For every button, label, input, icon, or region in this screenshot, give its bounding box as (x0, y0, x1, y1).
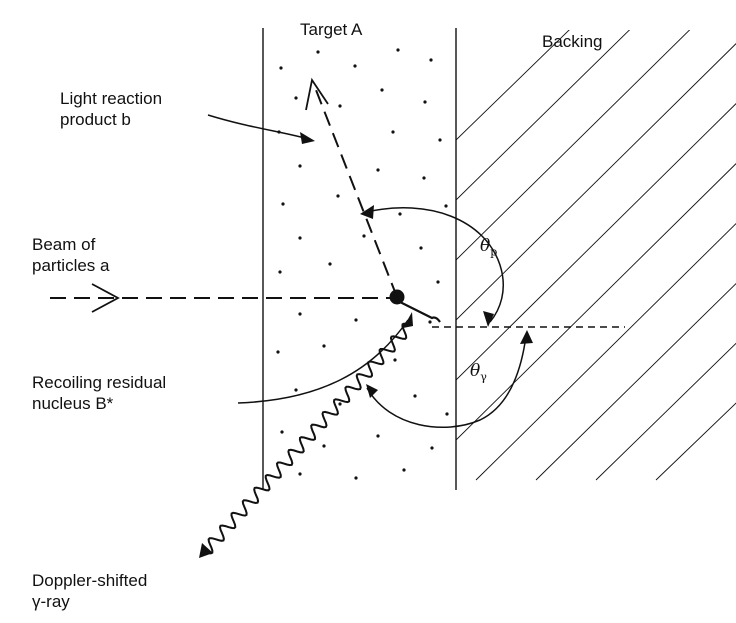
light-product-label: Light reaction product b (60, 89, 163, 129)
light-product-leader-arrowhead (300, 132, 315, 144)
recoil-track (399, 301, 441, 323)
theta-p-label: θp (480, 236, 498, 259)
theta-p-arc (365, 207, 504, 323)
backing-hatching (456, 30, 736, 481)
recoil-label: Recoiling residual nucleus B* (32, 373, 167, 413)
beam-arrowhead (91, 283, 120, 313)
theta-p-arrow-end (483, 311, 494, 327)
gamma-ray-wave (204, 322, 411, 555)
gamma-ray-arrowhead (199, 543, 213, 558)
backing-label: Backing (542, 32, 603, 51)
recoil-leader-arrowhead (403, 312, 413, 328)
light-product-leader (207, 114, 313, 141)
beam-label: Beam of particles a (32, 235, 110, 275)
target-dots (276, 48, 449, 480)
recoil-leader (237, 319, 409, 404)
target-label: Target A (300, 20, 363, 39)
light-product-arrowhead (305, 77, 329, 111)
light-product-track (315, 89, 398, 298)
theta-gamma-arrow-end (520, 330, 533, 344)
theta-gamma-arrow-start (366, 384, 378, 398)
theta-p-arrow-start (360, 205, 374, 219)
theta-gamma-arc (366, 335, 527, 429)
theta-gamma-label: θγ (470, 361, 487, 384)
doppler-gamma-label: Doppler-shifted γ-ray (32, 571, 148, 611)
